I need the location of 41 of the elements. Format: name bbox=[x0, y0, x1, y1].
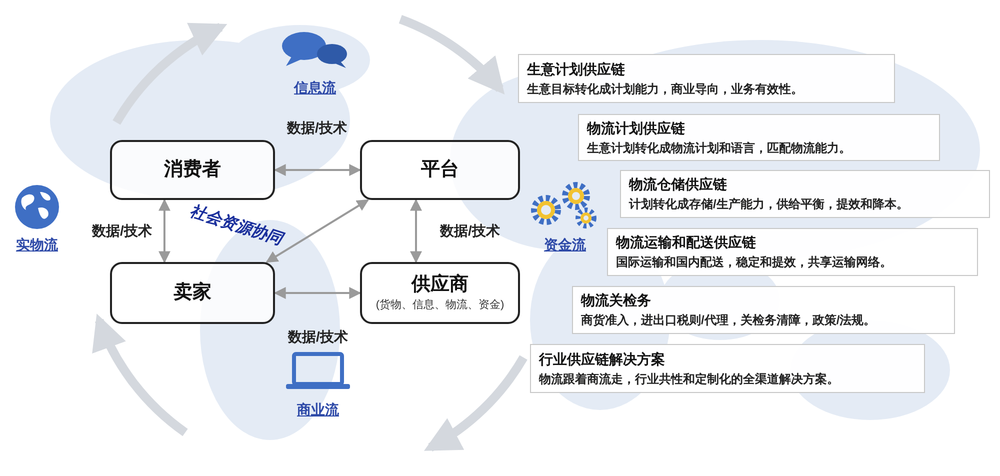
box-title: 物流运输和配送供应链 bbox=[616, 233, 757, 252]
edge-label: 数据/技术 bbox=[440, 222, 500, 240]
double-arrow bbox=[274, 287, 362, 299]
box-description: 生意目标转化成计划能力，商业导向，业务有效性。 bbox=[527, 80, 804, 98]
box-title: 供应商 bbox=[412, 273, 468, 297]
entity-box bbox=[110, 262, 275, 324]
box-description: 生意计划转化成物流计划和语言，匹配物流能力。 bbox=[587, 140, 852, 156]
box-description: 物流跟着商流走，行业共性和定制化的全渠道解决方案。 bbox=[539, 370, 840, 388]
edge-label: 数据/技术 bbox=[288, 328, 348, 346]
box-title: 平台 bbox=[421, 158, 459, 182]
box-description: 计划转化成存储/生产能力，供给平衡，提效和降本。 bbox=[629, 196, 910, 213]
description-box bbox=[620, 170, 990, 218]
slogan-text: 社会资源协同 bbox=[186, 202, 286, 250]
entity-box bbox=[360, 262, 520, 324]
box-title: 物流仓储供应链 bbox=[629, 175, 728, 194]
box-title: 消费者 bbox=[164, 158, 221, 182]
box-description: (货物、信息、物流、资金) bbox=[376, 298, 504, 313]
description-box bbox=[530, 344, 925, 393]
box-title: 生意计划供应链 bbox=[527, 60, 626, 78]
double-arrow bbox=[410, 198, 422, 264]
box-title: 卖家 bbox=[174, 281, 212, 305]
box-description: 商货准入，进出口税则/代理，关检务清障，政策/法规。 bbox=[581, 312, 877, 329]
double-arrow bbox=[266, 199, 370, 263]
flow-label: 资金流 bbox=[544, 236, 586, 254]
box-description: 国际运输和国内配送，稳定和提效，共享运输网络。 bbox=[616, 254, 893, 271]
edge-label: 数据/技术 bbox=[92, 222, 152, 240]
description-box bbox=[578, 114, 940, 161]
flow-label: 信息流 bbox=[294, 78, 336, 98]
double-arrow bbox=[158, 198, 170, 264]
box-title: 行业供应链解决方案 bbox=[539, 350, 666, 368]
description-box bbox=[518, 54, 895, 103]
double-arrow bbox=[274, 164, 362, 176]
entity-box bbox=[360, 140, 520, 200]
description-box bbox=[607, 228, 978, 276]
flow-label: 实物流 bbox=[16, 236, 58, 254]
box-title: 物流计划供应链 bbox=[587, 118, 686, 138]
entity-box bbox=[110, 140, 275, 200]
box-title: 物流关检务 bbox=[581, 291, 652, 310]
flow-label: 商业流 bbox=[297, 400, 339, 420]
description-box bbox=[572, 286, 955, 334]
edge-label: 数据/技术 bbox=[287, 118, 347, 138]
